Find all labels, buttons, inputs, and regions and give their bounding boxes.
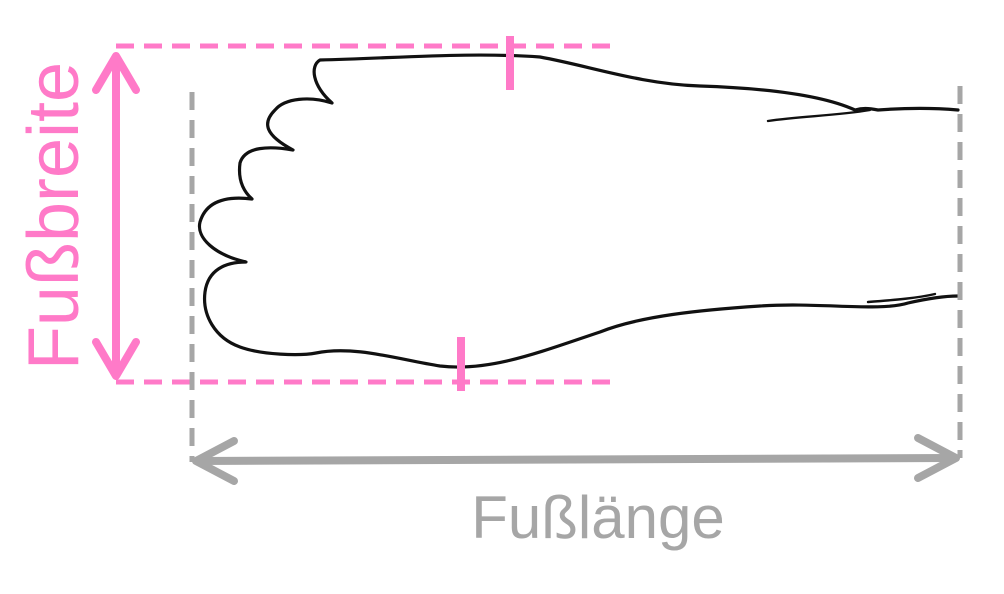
foot-width-measure: Fußbreite: [14, 36, 612, 391]
length-arrowhead-left: [192, 437, 238, 485]
foot-sole-outline: [197, 53, 960, 369]
width-arrowhead-bottom: [92, 338, 140, 380]
length-arrowhead-right: [914, 434, 960, 482]
foot-length-measure: Fußlänge: [189, 86, 963, 551]
foot-length-label: Fußlänge: [471, 484, 724, 551]
foot-outline: [197, 53, 960, 369]
width-arrowhead-top: [92, 52, 140, 94]
foot-width-label: Fußbreite: [14, 62, 94, 370]
toe-line-top: [766, 108, 872, 123]
toe-line-bottom: [866, 292, 937, 304]
length-arrow-shaft: [195, 454, 953, 465]
